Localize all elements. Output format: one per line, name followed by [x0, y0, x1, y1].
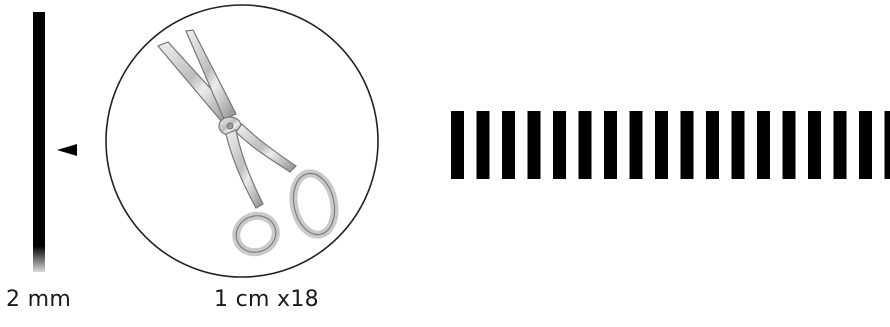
- stripe: [757, 111, 770, 179]
- magnifier-circle: [106, 5, 378, 277]
- stripe: [553, 111, 566, 179]
- triangle-pointer-icon: [57, 144, 77, 156]
- stripe: [604, 111, 617, 179]
- stripe: [655, 111, 668, 179]
- stripe: [808, 111, 821, 179]
- stripe: [681, 111, 694, 179]
- stripe: [859, 111, 872, 179]
- stripe: [834, 111, 847, 179]
- magnification-caption: 1 cm x18: [214, 287, 319, 312]
- stripe: [783, 111, 796, 179]
- vertical-scale-bar: [33, 12, 45, 272]
- stripe: [579, 111, 592, 179]
- stripe: [732, 111, 745, 179]
- stripe-pattern: [451, 111, 890, 179]
- stripe: [477, 111, 490, 179]
- scale-bar-caption: 2 mm: [6, 287, 71, 312]
- stripe: [630, 111, 643, 179]
- stripe: [706, 111, 719, 179]
- stripe: [885, 111, 890, 179]
- stripe: [502, 111, 515, 179]
- stripe: [451, 111, 464, 179]
- stripe: [528, 111, 541, 179]
